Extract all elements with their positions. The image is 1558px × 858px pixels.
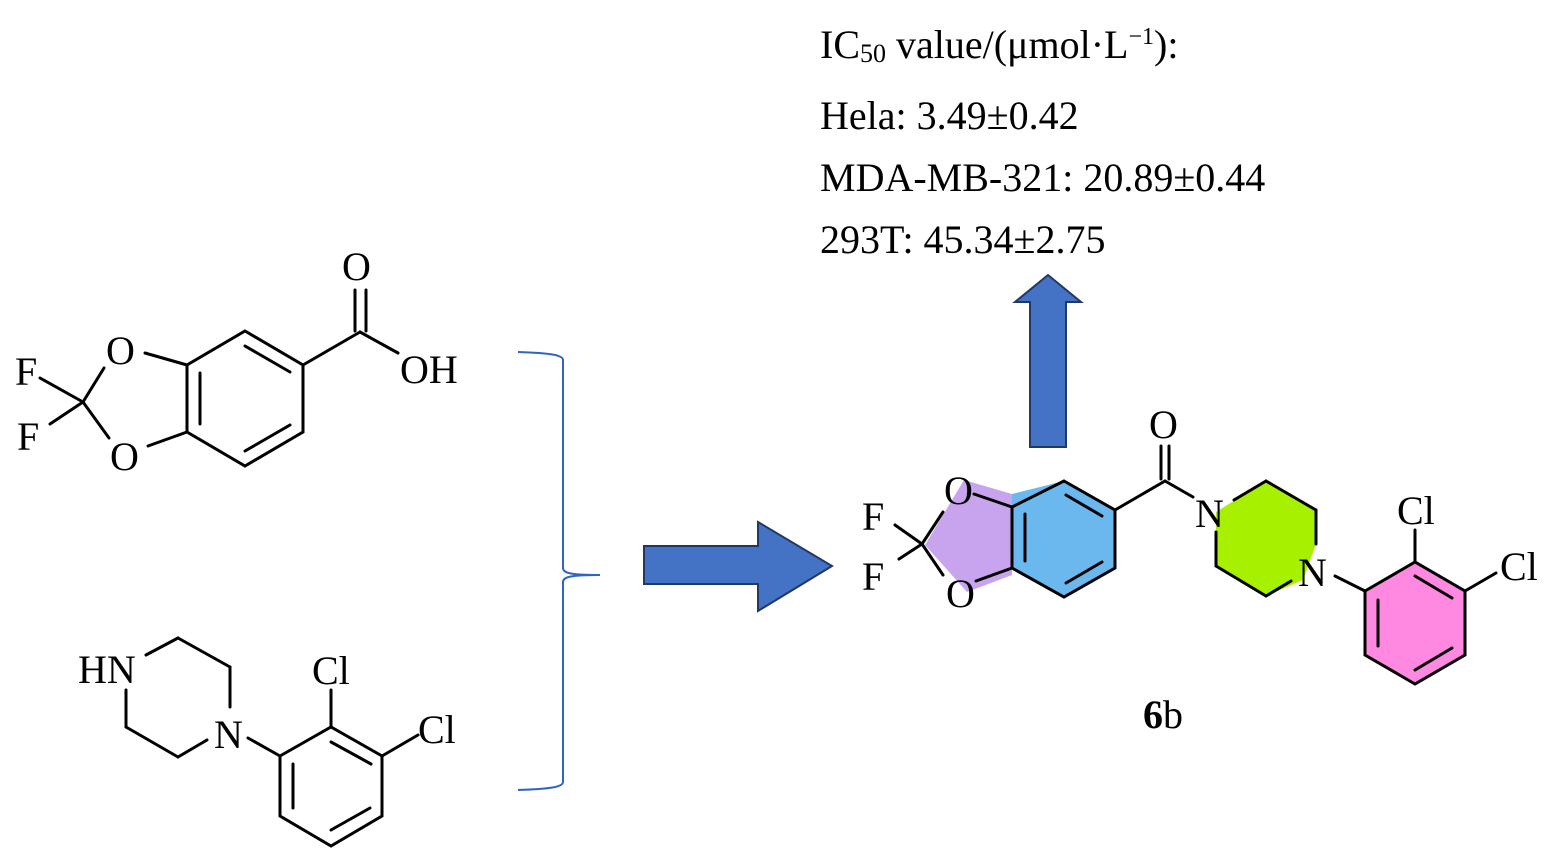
reactant-1-structure: O OH O O F F xyxy=(15,244,458,479)
p-atom-f2: F xyxy=(862,554,884,599)
r2-atom-cl1: Cl xyxy=(312,648,350,693)
r2-atom-n: N xyxy=(214,712,243,757)
ic50-header: IC50 value/(μmol·L−1): xyxy=(820,22,1179,68)
p-atom-cl2: Cl xyxy=(1500,544,1538,589)
ic50-panel: IC50 value/(μmol·L−1): Hela: 3.49±0.42 M… xyxy=(820,14,1265,271)
product-6b-structure: O O F F O N N Cl Cl 6b xyxy=(862,402,1538,737)
dichlorophenyl-ring-highlight xyxy=(1365,562,1465,684)
r1-atom-o1: O xyxy=(106,328,135,373)
piperazine-ring-highlight xyxy=(1216,481,1316,596)
ic50-hela: Hela: 3.49±0.42 xyxy=(820,93,1079,138)
r1-atom-o-carbonyl: O xyxy=(342,244,371,289)
combine-bracket xyxy=(517,351,601,791)
reactant-2-structure: HN N Cl Cl xyxy=(78,636,456,848)
compound-label: 6b xyxy=(1143,692,1183,737)
r2-atom-cl2: Cl xyxy=(418,707,456,752)
ic50-293t: 293T: 45.34±2.75 xyxy=(820,217,1106,262)
p-atom-o-carbonyl: O xyxy=(1149,402,1178,447)
r1-atom-f2: F xyxy=(17,414,39,459)
activity-arrow-icon xyxy=(1012,273,1084,448)
p-atom-o2: O xyxy=(946,571,975,616)
r1-atom-f1: F xyxy=(15,349,37,394)
r1-atom-o2: O xyxy=(110,434,139,479)
ic50-mda-mb-321: MDA-MB-321: 20.89±0.44 xyxy=(820,155,1266,200)
p-atom-cl1: Cl xyxy=(1397,488,1435,533)
p-atom-f1: F xyxy=(862,494,884,539)
p-atom-n2: N xyxy=(1298,550,1327,595)
p-atom-n1: N xyxy=(1195,491,1224,536)
compound-label-suffix: b xyxy=(1163,692,1183,737)
compound-label-number: 6 xyxy=(1143,692,1163,737)
r2-atom-hn: HN xyxy=(78,647,136,692)
r1-atom-oh: OH xyxy=(400,347,458,392)
dioxole-ring-highlight xyxy=(925,480,1012,592)
reaction-arrow-icon xyxy=(643,520,834,613)
p-atom-o1: O xyxy=(944,468,973,513)
